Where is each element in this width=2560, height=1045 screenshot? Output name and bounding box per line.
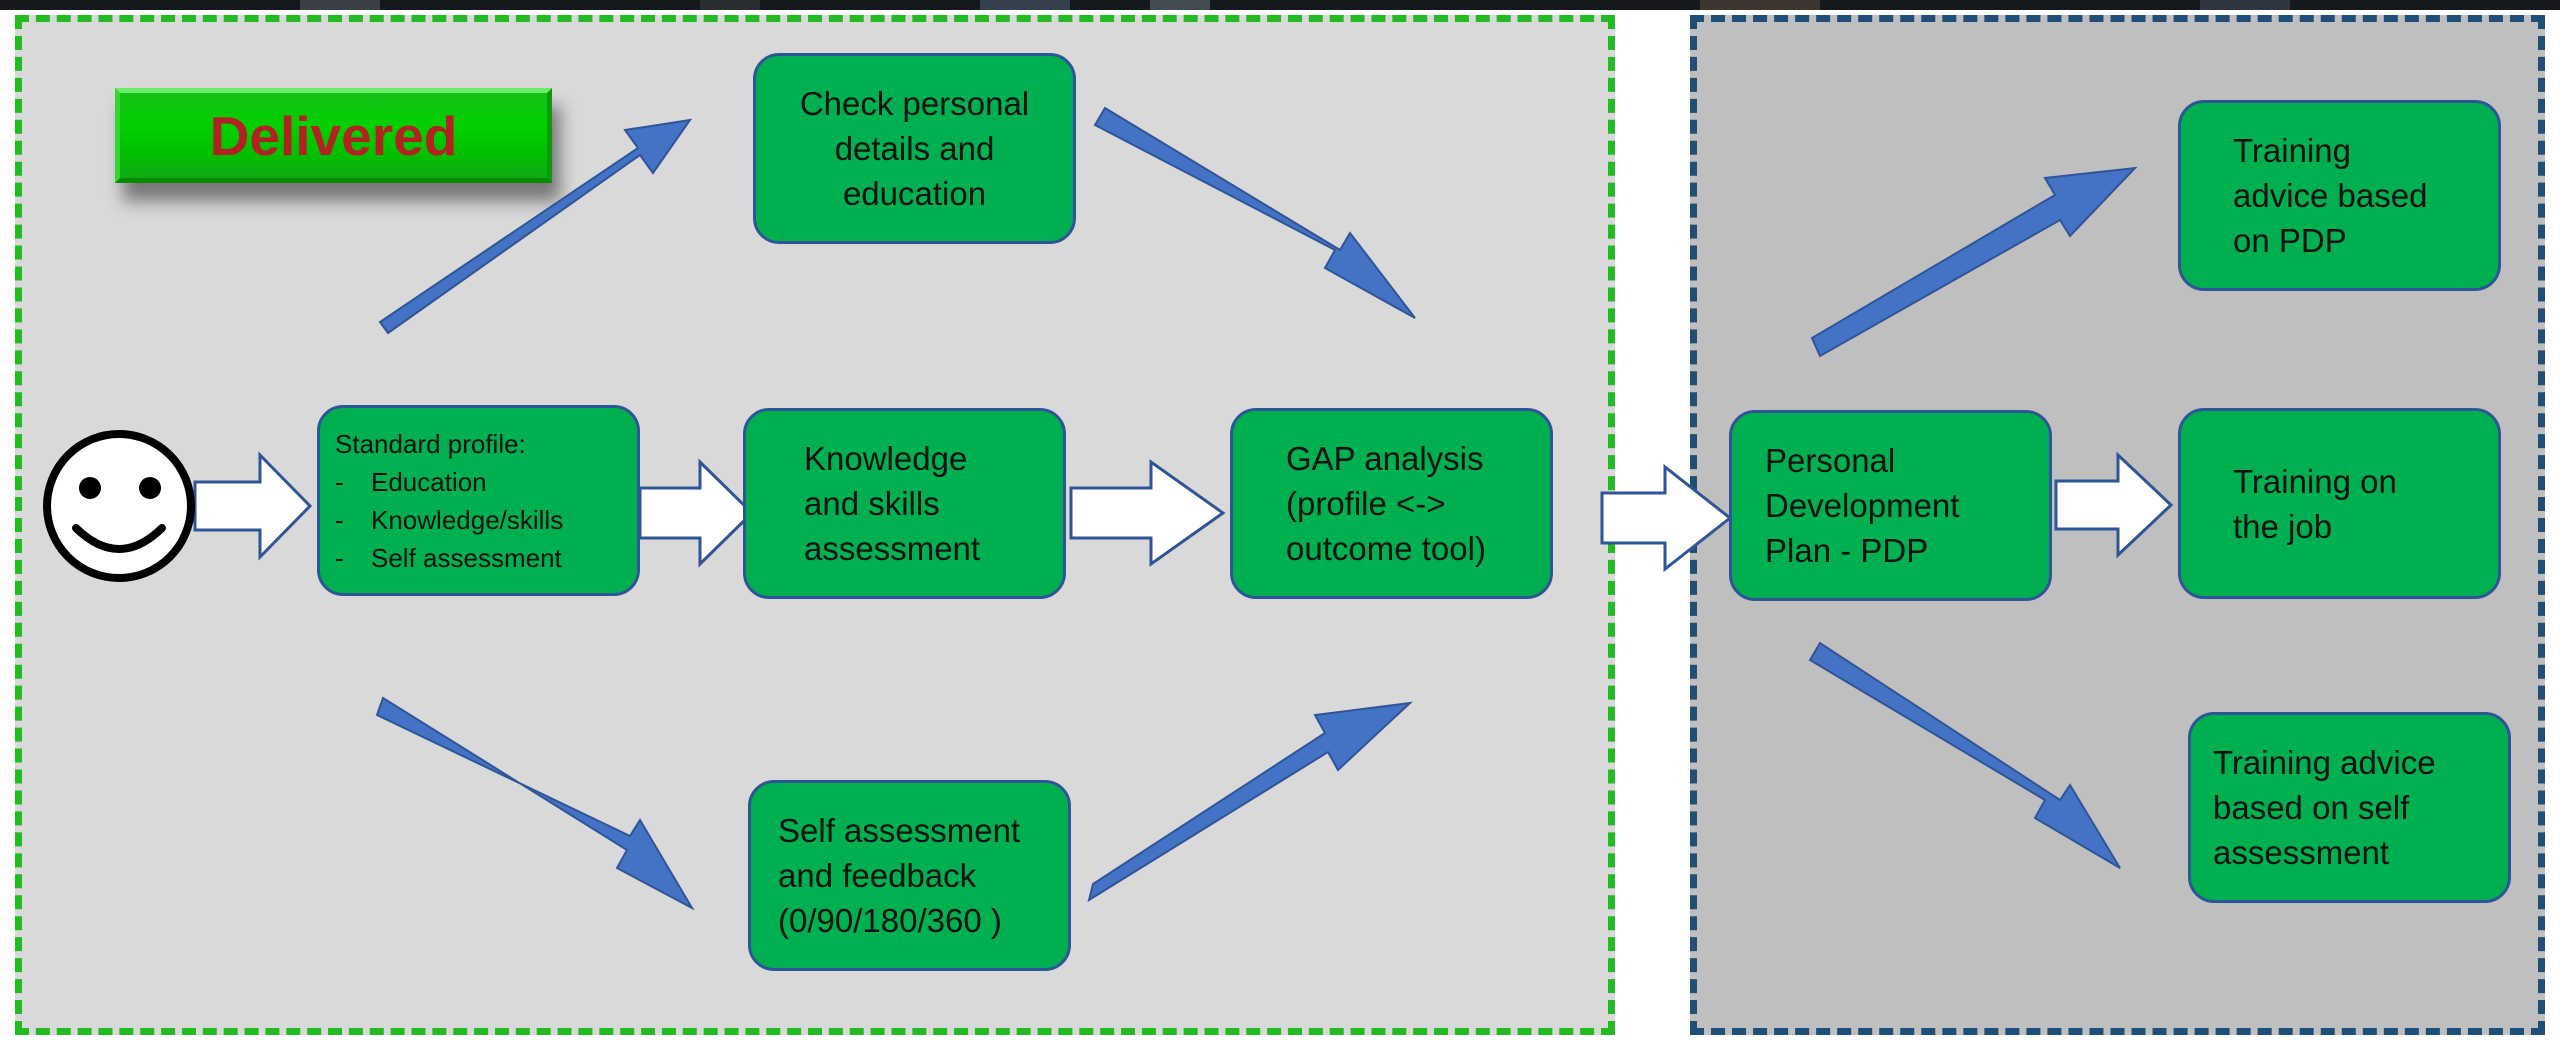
arrow-profile-to-check-personal (378, 118, 693, 335)
hollow-arrow-profile-to-knowledge (638, 458, 755, 568)
node-gap-analysis: GAP analysis (profile <-> outcome tool) (1230, 408, 1553, 599)
standard-profile-title: Standard profile: (335, 428, 526, 459)
arrow-pdp-to-training-self (1808, 641, 2121, 869)
arrow-pdp-to-training-pdp (1810, 166, 2138, 358)
top-photo-strip (0, 0, 2560, 10)
node-training-advice-pdp: Training advice based on PDP (2178, 100, 2501, 291)
delivered-badge: Delivered (115, 88, 552, 183)
node-standard-profile: Standard profile: -Education -Knowledge/… (317, 405, 640, 596)
arrow-self-assessment-to-gap (1087, 701, 1413, 903)
arrow-check-personal-to-gap (1093, 106, 1416, 319)
node-training-advice-self-assessment: Training advice based on self assessment (2188, 712, 2511, 903)
node-personal-development-plan: Personal Development Plan - PDP (1729, 410, 2052, 601)
node-self-assessment-feedback: Self assessment and feedback (0/90/180/3… (748, 780, 1071, 971)
hollow-arrow-person-to-profile (193, 451, 313, 561)
node-training-on-the-job: Training on the job (2178, 408, 2501, 599)
hollow-arrow-gap-to-pdp (1600, 463, 1733, 573)
standard-profile-list: -Education -Knowledge/skills -Self asses… (335, 463, 563, 577)
list-item: -Knowledge/skills (335, 504, 564, 535)
node-knowledge-assessment: Knowledge and skills assessment (743, 408, 1066, 599)
hollow-arrow-knowledge-to-gap (1069, 459, 1226, 567)
list-item: -Self assessment (335, 542, 562, 573)
node-check-personal-details: Check personal details and education (753, 53, 1076, 244)
list-item: -Education (335, 466, 487, 497)
arrow-profile-to-self-assessment (375, 696, 695, 911)
hollow-arrow-pdp-to-training-job (2054, 451, 2174, 559)
